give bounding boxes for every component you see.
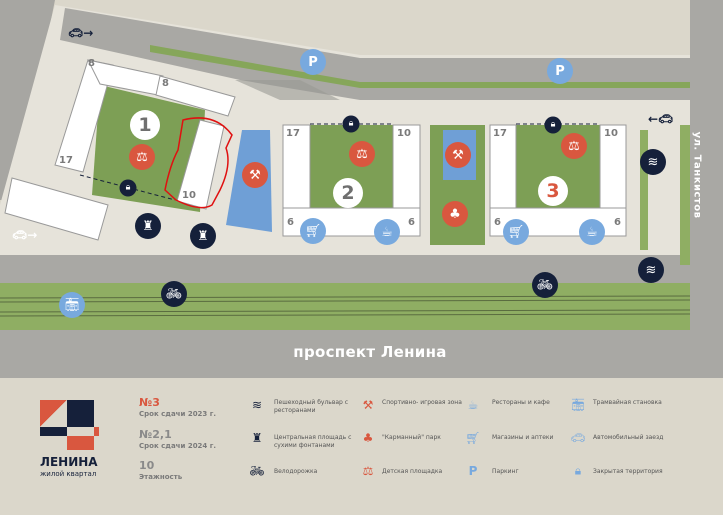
building-3-17 (489, 124, 517, 211)
sport-zone-icon[interactable]: ⚒ (242, 162, 268, 188)
legend-label: Паркинг (492, 468, 519, 475)
boulevard-icon[interactable]: ≋ (638, 257, 664, 283)
tankistov-street (690, 0, 723, 340)
tram-line (0, 283, 690, 330)
sport-zone-icon: ⚒ (362, 398, 374, 412)
floors-label: 6 (408, 217, 415, 228)
service-road (0, 255, 690, 283)
floors-label: 8 (88, 58, 95, 69)
complex-2-marker[interactable]: 2 (333, 178, 363, 208)
phase-21-number: №2,1 (139, 428, 172, 441)
cafe-icon[interactable]: ☕︎ (374, 219, 400, 245)
car-entry-icon: 🚗︎→ (68, 26, 94, 40)
lock-icon: 🔒︎ (574, 463, 582, 478)
floors-label: 10 (397, 128, 411, 139)
highlight-outline (164, 117, 233, 209)
parking-icon: P (468, 464, 478, 478)
bike-path-icon: 🚲︎ (249, 464, 265, 478)
bike-path-icon[interactable]: 🚲︎ (532, 272, 558, 298)
logo (40, 400, 99, 450)
tram-rail (0, 309, 691, 313)
tram-rail (0, 299, 691, 303)
floors-label: 6 (614, 217, 621, 228)
building-1-10 (176, 119, 225, 210)
cafe-icon[interactable]: ☕︎ (579, 219, 605, 245)
shop-icon[interactable]: 🛒︎ (503, 219, 529, 245)
shop-icon[interactable]: 🛒︎ (300, 218, 326, 244)
lock-icon: 🔒︎ (342, 115, 360, 133)
fountain-square-icon[interactable]: ♜ (135, 213, 161, 239)
lenina-avenue (0, 330, 723, 378)
green-strip (680, 125, 690, 265)
legend-label: Спортивно- игровая зона (382, 399, 462, 406)
legend-label: Пешеходный бульвар с ресторанами (274, 399, 349, 414)
building-3-10 (599, 124, 627, 211)
lock-icon: 🔒︎ (119, 179, 137, 197)
floors-label: 17 (59, 155, 73, 166)
building-lower-left (4, 177, 109, 241)
tram-rail (0, 313, 691, 317)
phase-21-date: Срок сдачи 2024 г. (139, 442, 217, 450)
boulevard-icon[interactable]: ≋ (640, 149, 666, 175)
building-shadow (235, 80, 340, 100)
street-label-tankistov: ул. Танкистов (691, 131, 703, 219)
legend-label: Трамвайная становка (593, 399, 662, 406)
complex-1-marker[interactable]: 1 (130, 110, 160, 140)
legend-label: Закрытая территория (593, 468, 663, 475)
building-1-8b (155, 75, 236, 117)
car-entry-icon: 🚗︎→ (12, 228, 38, 242)
legend-label: Магазины и аптеки (492, 434, 554, 441)
legend-label: Центральная площадь с сухими фонтанами (274, 434, 352, 449)
car-entry-icon: 🚗︎ (570, 431, 586, 445)
floors-label: 17 (493, 128, 507, 139)
parking-icon[interactable]: P (300, 49, 326, 75)
floors-caption: Этажность (139, 473, 183, 481)
pocket-park-icon[interactable]: ♣ (442, 201, 468, 227)
tram-stop-icon[interactable]: 🚋︎ (59, 292, 85, 318)
legend-label: Рестораны и кафе (492, 399, 550, 406)
phase-3-date: Срок сдачи 2023 г. (139, 410, 217, 418)
floors-number: 10 (139, 459, 155, 472)
street-label-lenina: проспект Ленина (293, 343, 447, 361)
tram-rail (0, 295, 691, 299)
fountain-square-icon[interactable]: ♜ (190, 223, 216, 249)
playground-icon[interactable]: ⚖ (349, 141, 375, 167)
floors-label: 6 (494, 217, 501, 228)
playground-icon[interactable]: ⚖ (561, 133, 587, 159)
fountain-square-icon: ♜ (251, 431, 263, 445)
legend-label: "Карманный" парк (382, 434, 441, 441)
green-strip (640, 130, 648, 250)
parking-greenstrip (150, 45, 690, 88)
parking-icon[interactable]: P (547, 58, 573, 84)
building-2-10 (392, 124, 421, 211)
floors-label: 17 (286, 128, 300, 139)
parking-lot (60, 8, 690, 100)
logo-subtitle: жилой квартал (40, 470, 97, 478)
lock-icon: 🔒︎ (544, 116, 562, 134)
floors-label: 10 (604, 128, 618, 139)
floors-label: 8 (162, 78, 169, 89)
legend-label: Автомобильный заезд (593, 434, 664, 441)
floors-label: 6 (287, 217, 294, 228)
phase-3-number: №3 (139, 396, 160, 409)
sport-zone-icon[interactable]: ⚒ (445, 142, 471, 168)
logo-title: ЛЕНИНА (40, 455, 98, 469)
complex-3-marker[interactable]: 3 (538, 176, 568, 206)
pocket-park-icon: ♣ (362, 431, 374, 445)
boulevard-icon: ≋ (251, 398, 263, 412)
shop-icon: 🛒︎ (465, 431, 481, 445)
asphalt-left (0, 0, 55, 200)
floors-label: 10 (182, 190, 196, 201)
cafe-icon: ☕︎ (467, 398, 479, 412)
car-entry-icon: ←🚗︎ (648, 112, 674, 126)
legend-label: Детская площадка (382, 468, 443, 475)
playground-icon[interactable]: ⚖ (129, 144, 155, 170)
playground-icon: ⚖ (362, 464, 374, 478)
tram-stop-icon: 🚋︎ (570, 398, 586, 412)
legend-label: Велодорожка (274, 468, 318, 475)
bike-path-icon[interactable]: 🚲︎ (161, 281, 187, 307)
